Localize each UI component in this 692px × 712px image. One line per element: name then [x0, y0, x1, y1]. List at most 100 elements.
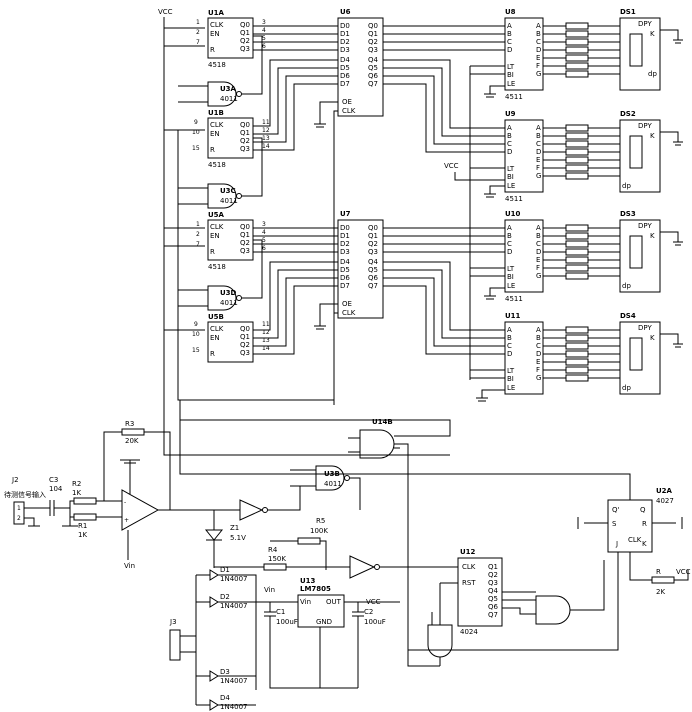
- svg-text:C: C: [507, 140, 512, 148]
- svg-text:GND: GND: [316, 618, 332, 626]
- svg-text:2: 2: [196, 231, 200, 238]
- svg-text:4024: 4024: [460, 628, 478, 636]
- opamp: -+ R3 20K Vin: [103, 420, 230, 570]
- svg-text:7: 7: [196, 39, 200, 46]
- svg-text:A: A: [536, 326, 541, 334]
- decoder-part: 4511: [505, 295, 523, 303]
- svg-text:CLK: CLK: [210, 21, 224, 29]
- svg-text:B: B: [536, 334, 541, 342]
- svg-text:Q3: Q3: [240, 247, 250, 255]
- counter-ref: U5B: [208, 313, 224, 321]
- gate-part: 4011: [220, 299, 238, 307]
- u6-low-out: [383, 25, 505, 51]
- u6-high-out: [383, 59, 505, 153]
- svg-text:12: 12: [262, 329, 270, 336]
- vcc-label-mid: VCC: [444, 162, 459, 170]
- svg-text:B: B: [536, 232, 541, 240]
- svg-text:Q6: Q6: [488, 603, 499, 611]
- svg-text:C2: C2: [364, 608, 373, 616]
- svg-text:J3: J3: [169, 618, 177, 626]
- svg-text:E: E: [536, 256, 540, 264]
- input-wires: [24, 507, 50, 527]
- svg-text:J: J: [615, 540, 618, 548]
- svg-text:A: A: [536, 22, 541, 30]
- svg-text:D7: D7: [340, 80, 350, 88]
- svg-text:G: G: [536, 272, 541, 280]
- svg-text:D2: D2: [340, 240, 350, 248]
- svg-text:D2: D2: [220, 593, 230, 601]
- display-ds3: DS3 DPY K dp: [619, 210, 661, 293]
- svg-text:CLK: CLK: [462, 563, 476, 571]
- svg-text:K: K: [650, 232, 655, 240]
- counter-ref: U1B: [208, 109, 224, 117]
- svg-text:D: D: [507, 248, 512, 256]
- svg-text:5: 5: [262, 237, 266, 244]
- svg-text:Q': Q': [612, 506, 620, 514]
- svg-text:K: K: [650, 334, 655, 342]
- svg-text:F: F: [536, 264, 540, 272]
- svg-text:Q1: Q1: [240, 231, 250, 239]
- svg-text:D: D: [536, 148, 541, 156]
- svg-text:Q5: Q5: [488, 595, 498, 603]
- svg-text:Q0: Q0: [240, 121, 250, 129]
- latch-ref: U6: [340, 8, 351, 16]
- svg-text:K: K: [650, 30, 655, 38]
- capacitor-c3: C3 104: [49, 476, 70, 516]
- svg-text:1N4007: 1N4007: [220, 575, 248, 583]
- svg-text:dp: dp: [622, 384, 631, 392]
- segment-resistor: [565, 30, 589, 38]
- svg-text:4027: 4027: [656, 497, 674, 505]
- svg-text:C: C: [536, 140, 541, 148]
- schmitt-inverter-1: [230, 485, 316, 521]
- svg-text:11: 11: [262, 321, 270, 328]
- svg-text:4: 4: [262, 229, 266, 236]
- resistor-r5: R5 100K: [270, 517, 328, 570]
- svg-text:Q5: Q5: [368, 266, 378, 274]
- svg-text:A: A: [507, 224, 512, 232]
- svg-text:D: D: [507, 148, 512, 156]
- svg-text:D3: D3: [340, 46, 350, 54]
- svg-text:1: 1: [196, 19, 200, 26]
- svg-text:Q1: Q1: [488, 563, 498, 571]
- svg-text:D: D: [536, 248, 541, 256]
- bridge-rectifier: J3 D1 1N4007 D2 1N4007 D3 1N4007 D4 1N40…: [169, 566, 257, 711]
- svg-text:D1: D1: [340, 30, 350, 38]
- svg-text:1N4007: 1N4007: [220, 703, 248, 711]
- counter-u5a: U5A CLK EN R Q0 Q1 Q2 Q3 4518: [207, 211, 254, 271]
- svg-text:9: 9: [194, 119, 198, 126]
- svg-text:R1: R1: [78, 522, 87, 530]
- svg-text:D5: D5: [340, 266, 350, 274]
- svg-text:F: F: [536, 164, 540, 172]
- svg-text:D2: D2: [340, 38, 350, 46]
- svg-text:1: 1: [17, 505, 21, 512]
- schmitt-inverter-2: [340, 555, 450, 579]
- svg-text:CLK: CLK: [342, 309, 356, 317]
- segment-resistor: [565, 326, 589, 334]
- flipflop-u2a: U2A 4027 Q' S R Q CLK J K R 2K VCC: [179, 420, 691, 651]
- svg-text:1: 1: [196, 221, 200, 228]
- svg-text:7: 7: [196, 241, 200, 248]
- segment-resistor: [565, 334, 589, 342]
- svg-text:5: 5: [262, 35, 266, 42]
- segment-resistor: [565, 350, 589, 358]
- vcc-label-top: VCC: [158, 8, 173, 16]
- svg-text:Q7: Q7: [368, 80, 378, 88]
- svg-text:Q7: Q7: [368, 282, 378, 290]
- svg-text:104: 104: [49, 485, 63, 493]
- svg-text:Q1: Q1: [240, 333, 250, 341]
- svg-text:BI: BI: [507, 375, 514, 383]
- svg-text:B: B: [507, 334, 512, 342]
- svg-text:10: 10: [192, 331, 200, 338]
- segment-resistor: [565, 366, 589, 374]
- u7-low-out: [383, 227, 505, 253]
- segment-resistor: [565, 62, 589, 70]
- regulator-u13: U13 LM7805 Vin OUT GND Vin VCC C1 100uF …: [256, 577, 400, 689]
- segment-resistor: [565, 156, 589, 164]
- svg-text:LT: LT: [507, 165, 515, 173]
- svg-text:+: +: [124, 517, 129, 524]
- svg-text:R: R: [656, 568, 661, 576]
- svg-text:LT: LT: [507, 265, 515, 273]
